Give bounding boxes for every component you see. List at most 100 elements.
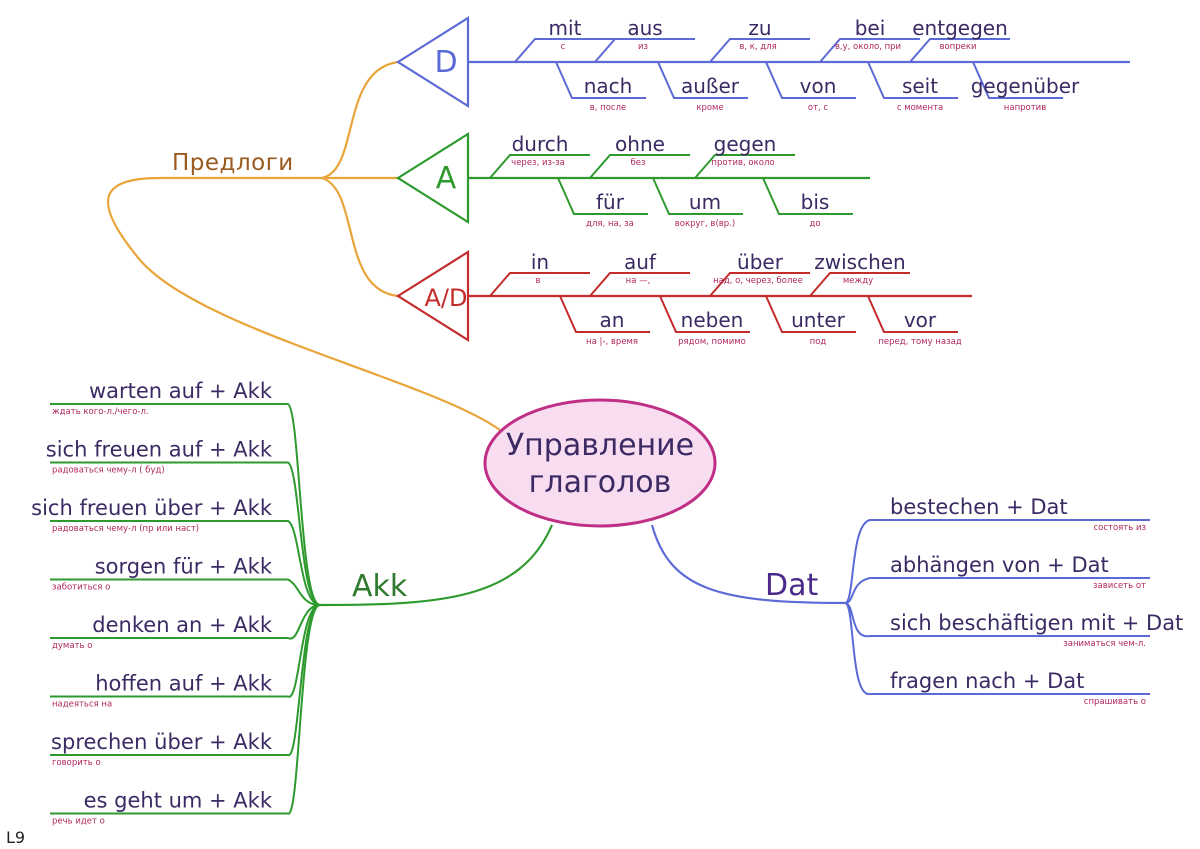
prep-branch-line [909, 38, 1010, 63]
center-to-dat-line [650, 524, 846, 605]
preposition-translation: на —, [626, 276, 651, 286]
prep-branch-line [489, 272, 590, 297]
akk-item-line [50, 403, 321, 606]
preposition-translation: через, из-за [511, 158, 565, 168]
prep-branch-line [972, 61, 1063, 99]
preposition-word: zwischen [814, 250, 905, 274]
preposition-word: auf [624, 250, 657, 274]
prep-branch-line [589, 272, 690, 297]
dat-translation: зависеть от [1093, 581, 1146, 591]
prep-branch-line [594, 38, 695, 63]
preposition-translation: на |-, время [586, 337, 638, 347]
preposition-word: bei [855, 16, 886, 40]
case-letter: A/D [425, 284, 468, 312]
dat-translation: заниматься чем-л. [1063, 639, 1146, 649]
preposition-translation: с момента [897, 103, 943, 113]
preposition-translation: кроме [696, 103, 723, 113]
center-to-akk-line [319, 524, 554, 607]
akk-translation: радоваться чему-л ( буд) [52, 466, 165, 476]
case-triangle [395, 132, 470, 224]
preposition-translation: вопреки [939, 42, 976, 52]
prep-branch-line [559, 295, 650, 333]
akk-verb: denken an + Akk [92, 613, 273, 637]
akk-item: es geht um + Akk речь идет о [50, 604, 321, 827]
akk-item-line [50, 520, 321, 606]
akk-translation: думать о [52, 641, 92, 651]
dat-item-line [844, 519, 1150, 604]
preposition-word: seit [902, 74, 938, 98]
preposition-translation: под [810, 337, 827, 347]
preposition-word: um [689, 190, 721, 214]
akk-translation: надеяться на [52, 700, 112, 710]
prepositions-label: Предлоги [172, 150, 294, 176]
prep-branch-line [657, 61, 748, 99]
center-title-line1: Управление [506, 428, 694, 463]
preposition-word: an [600, 308, 625, 332]
preposition-word: ohne [615, 132, 665, 156]
akk-translation: радоваться чему-л (пр или наст) [52, 524, 199, 534]
akk-verb: sorgen für + Akk [95, 555, 273, 579]
prep-branch-line [762, 177, 853, 215]
akk-item-line [50, 604, 321, 640]
prep-branch-line [589, 154, 690, 179]
preposition-translation: перед, тому назад [878, 337, 961, 347]
preposition-word: gegen [714, 132, 777, 156]
akk-verb: sich freuen über + Akk [31, 496, 273, 520]
dat-translation: спрашивать о [1084, 697, 1146, 707]
preposition-translation: вокруг, в(вр.) [675, 219, 735, 229]
preposition-word: entgegen [912, 16, 1008, 40]
akk-translation: речь идет о [52, 817, 105, 827]
center-ellipse [483, 398, 717, 528]
prep-branch-line [867, 61, 958, 99]
preposition-translation: между [843, 276, 873, 286]
preposition-word: für [596, 190, 625, 214]
akk-translation: говорить о [52, 758, 101, 768]
prep-branch-line [709, 272, 810, 297]
dat-verb: bestechen + Dat [890, 495, 1068, 519]
prep-branch-line [659, 295, 750, 333]
akk-verb: warten auf + Akk [89, 379, 273, 403]
preposition-word: aus [627, 16, 662, 40]
akk-item-line [50, 604, 321, 815]
center-title-line2: глаголов [529, 465, 672, 500]
preposition-word: über [737, 250, 784, 274]
preposition-translation: от, с [808, 103, 829, 113]
preposition-translation: для, на, за [586, 219, 634, 229]
dat-item-line [844, 602, 1150, 695]
preposition-translation: в, к, для [739, 42, 776, 52]
preposition-word: nach [584, 74, 633, 98]
prep-branch-line [709, 38, 810, 63]
akk-label: Akk [352, 569, 408, 604]
preposition-word: von [800, 74, 837, 98]
preposition-word: bis [801, 190, 830, 214]
prep-branch-line [765, 61, 856, 99]
prep-branch-line [867, 295, 958, 333]
akk-verb: es geht um + Akk [84, 789, 273, 813]
preposition-word: außer [681, 74, 740, 98]
center-node: Управление глаголов [483, 398, 717, 528]
dat-item-line [844, 577, 1150, 604]
akk-item-line [50, 578, 321, 606]
corner-mark: L9 [6, 828, 25, 847]
akk-item: sich freuen über + Akk радоваться чему-л … [31, 496, 321, 606]
akk-item-line [50, 461, 321, 606]
preposition-translation: в [535, 276, 540, 286]
preposition-word: mit [549, 16, 582, 40]
prep-branch-line [514, 38, 615, 63]
preposition-word: zu [748, 16, 771, 40]
center-to-prepositions-line [107, 176, 501, 431]
